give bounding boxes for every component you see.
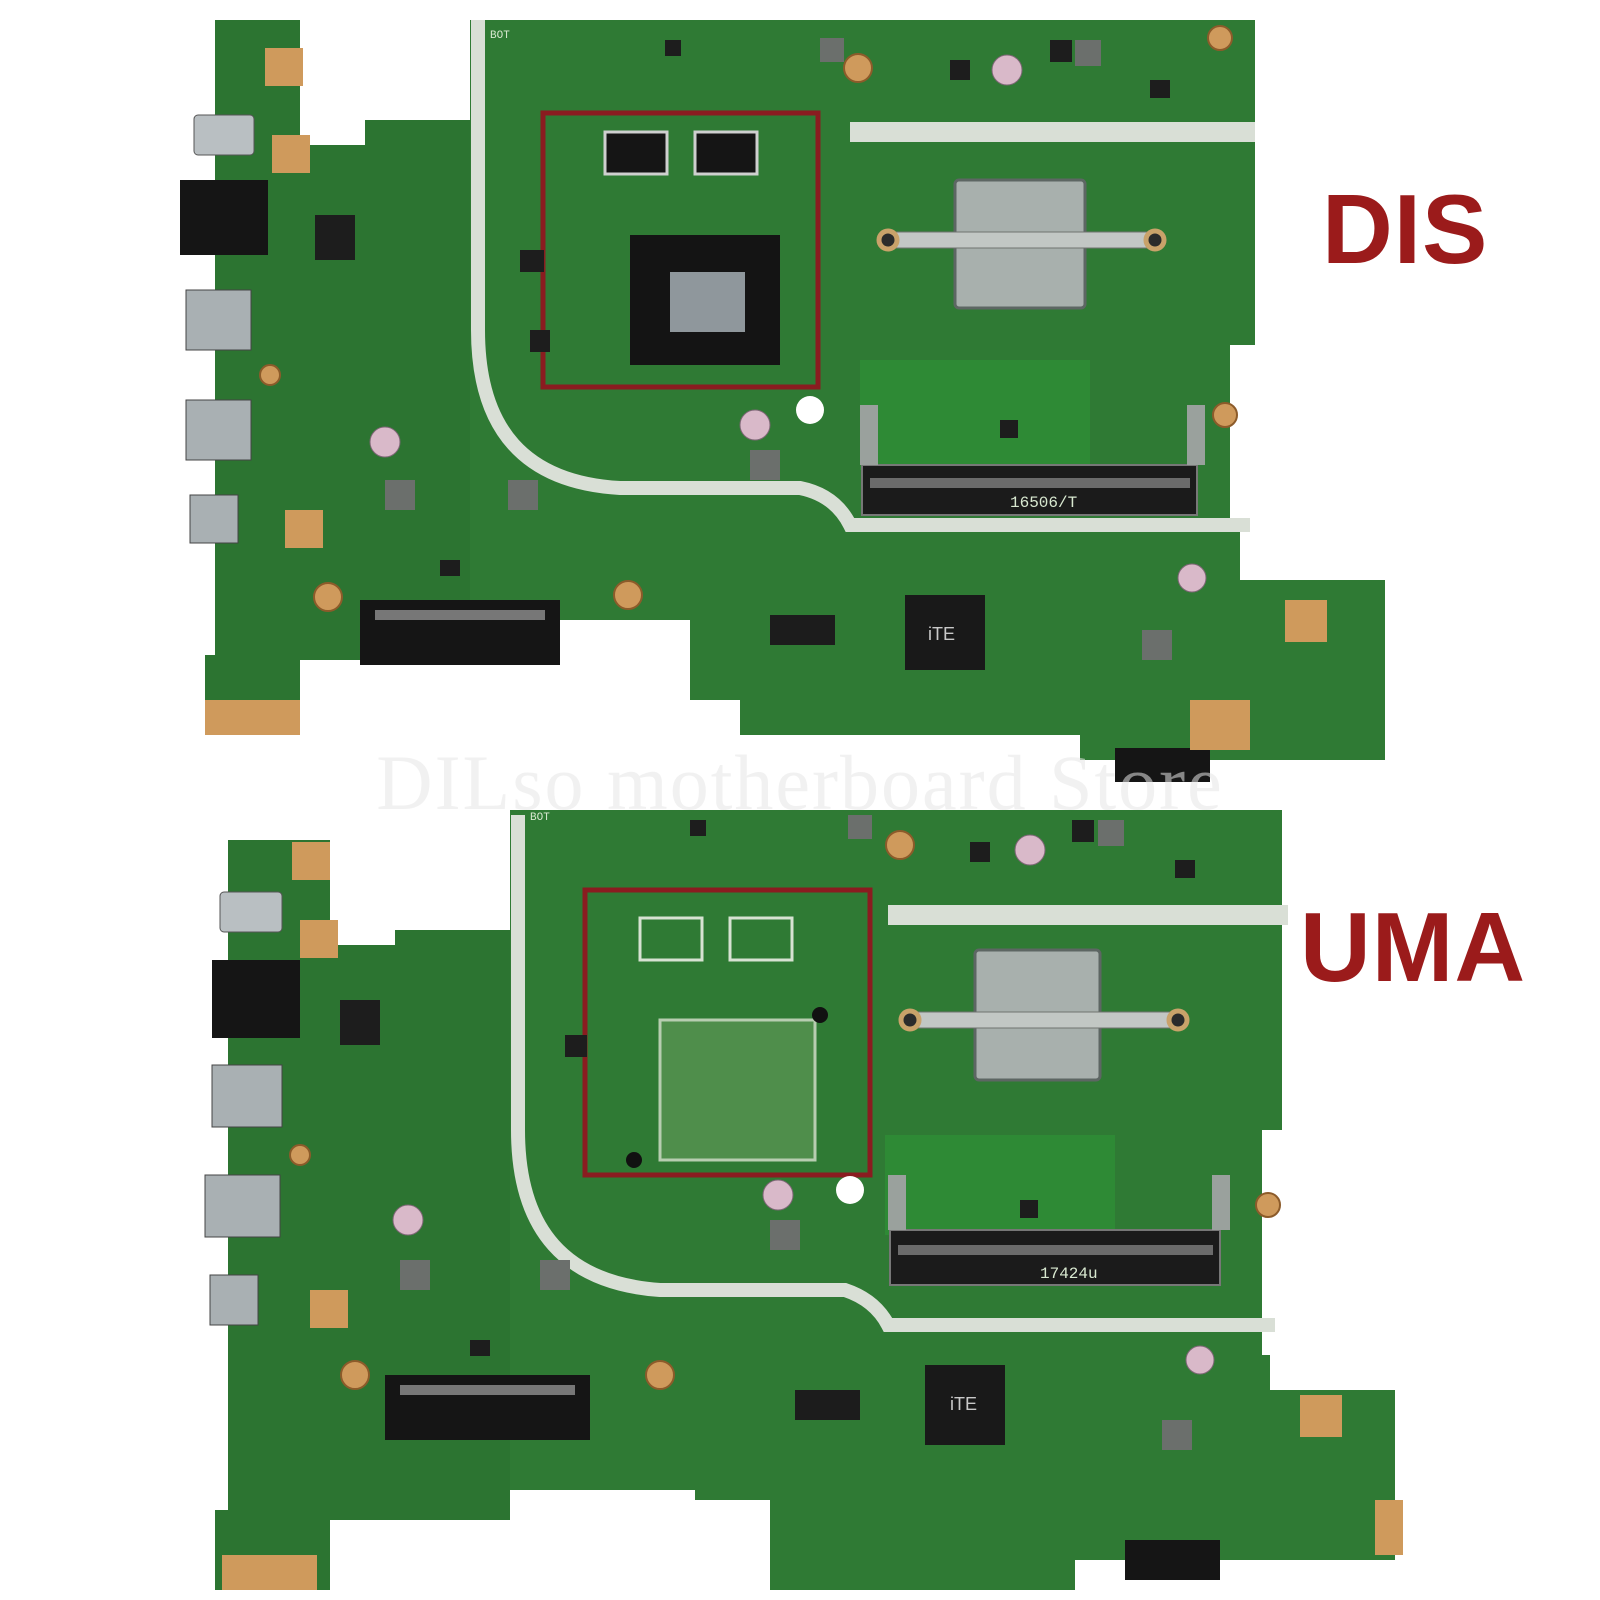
ram-slot-serial: 16506/T: [1010, 494, 1077, 512]
side-marker: BOT: [530, 812, 550, 824]
ram-latch: [1212, 1175, 1230, 1230]
ram-latch: [1187, 405, 1205, 465]
hole: [796, 396, 824, 424]
usb-c-port: [193, 114, 255, 156]
heatsink-tape: [850, 122, 1255, 142]
smd-components: [315, 40, 1170, 576]
ec-chip: [905, 595, 985, 670]
audio-port: [189, 494, 239, 544]
battery-connector: [1125, 1540, 1220, 1580]
gpu-die: [670, 272, 745, 332]
heatsink-tape: [888, 905, 1288, 925]
ethernet-port: [212, 960, 300, 1038]
mounting-pads: [205, 48, 1327, 750]
mounting-pads: [222, 842, 1403, 1590]
screw-hole: [876, 228, 900, 252]
ram-slot: [889, 1229, 1221, 1286]
ram-latch: [860, 405, 878, 465]
vram-chip: [693, 130, 759, 176]
hole: [836, 1176, 864, 1204]
usb-a-port: [204, 1174, 281, 1238]
ec-chip: [925, 1365, 1005, 1445]
smd-components: [340, 820, 1195, 1356]
ram-slot-area: [885, 1135, 1115, 1235]
empty-vram-footprint: [728, 916, 794, 962]
ec-chip-logo: iTE: [928, 624, 955, 644]
ram-slot-area: [860, 360, 1090, 470]
screw-pads: [289, 830, 1281, 1390]
gpu-highlight-box: [582, 887, 873, 1178]
empty-vram-footprint: [638, 916, 704, 962]
side-marker: BOT: [490, 30, 510, 42]
small-chip: [770, 615, 835, 645]
dis-label: DIS: [1322, 174, 1489, 284]
sata-pins: [375, 610, 545, 620]
usb-c-port: [219, 891, 283, 933]
empty-gpu-footprint: [658, 1018, 817, 1162]
uma-motherboard-photo: 17424u iTE: [204, 810, 1403, 1590]
uma-label: UMA: [1300, 892, 1527, 1002]
heatsink-bar: [879, 231, 1161, 249]
hole: [812, 1007, 828, 1023]
white-curve-band: [511, 815, 1275, 1332]
screw-hole: [1166, 1008, 1190, 1032]
small-chip: [795, 1390, 860, 1420]
audio-port: [209, 1274, 259, 1326]
white-curve-band: [471, 20, 1250, 532]
heatsink-bar: [899, 1011, 1186, 1029]
sata-connector: [360, 600, 560, 665]
usb-a-port: [211, 1064, 283, 1128]
capacitors: [369, 54, 1207, 593]
store-watermark: DILso motherboard Store: [376, 739, 1224, 826]
ram-slot: [861, 464, 1198, 516]
ram-latch: [888, 1175, 906, 1230]
ram-slot-serial: 17424u: [1040, 1265, 1098, 1283]
ram-slot-pins: [898, 1245, 1213, 1255]
screw-hole: [898, 1008, 922, 1032]
dis-motherboard-photo: 16506/T iTE: [180, 20, 1385, 782]
ram-slot-pins: [870, 478, 1190, 488]
hole: [626, 1152, 642, 1168]
usb-a-port: [185, 289, 252, 351]
screw-hole: [1143, 228, 1167, 252]
vram-chip: [603, 130, 669, 176]
battery-connector: [1115, 748, 1210, 782]
ec-chip-logo: iTE: [950, 1394, 977, 1414]
capacitors: [392, 834, 1215, 1375]
usb-a-port: [185, 399, 252, 461]
ethernet-port: [180, 180, 268, 255]
inductors: [400, 815, 1192, 1450]
sata-pins: [400, 1385, 575, 1395]
screw-pads: [259, 25, 1238, 612]
inductors: [385, 38, 1172, 660]
sata-connector: [385, 1375, 590, 1440]
